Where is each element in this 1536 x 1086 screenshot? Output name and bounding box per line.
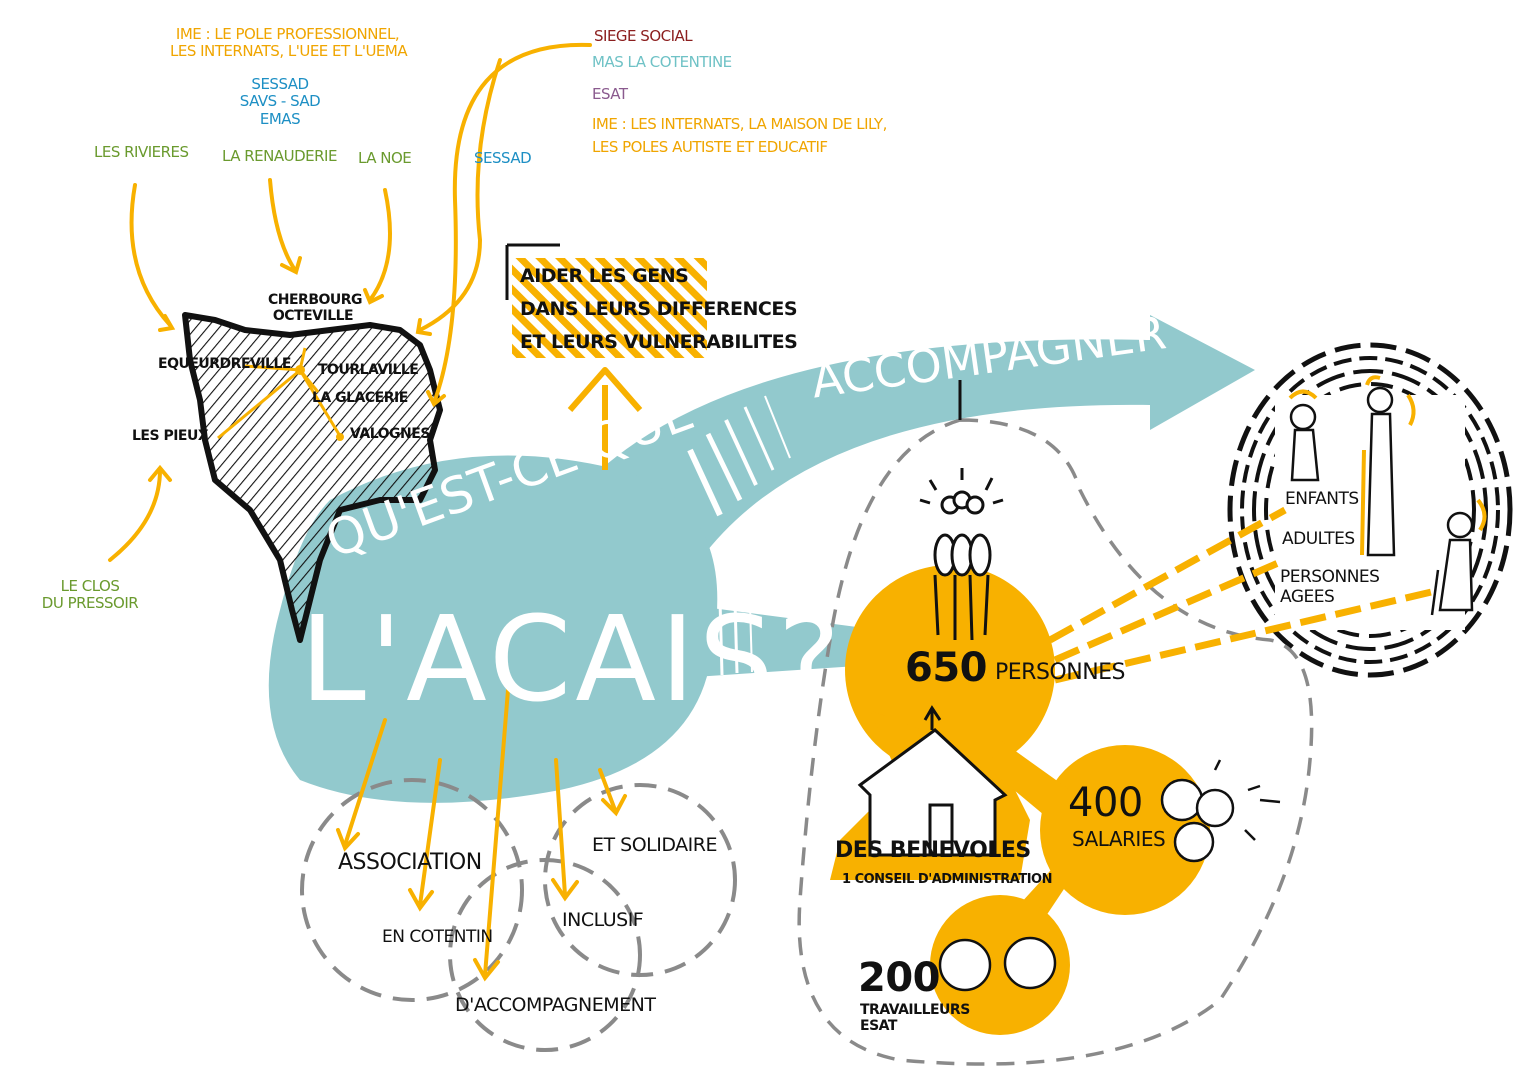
- enfants-label: ENFANTS: [1285, 489, 1359, 509]
- sessad-savs-emas-label: SESSAD SAVS - SAD EMAS: [230, 75, 330, 128]
- mission-line3: ET LEURS VULNERABILITES: [520, 331, 798, 353]
- le-clos-du-pressoir-label: LE CLOS DU PRESSOIR: [20, 577, 160, 613]
- cherbourg-line2: OCTEVILLE: [272, 308, 354, 325]
- le-clos-line1: LE CLOS: [60, 577, 120, 595]
- mission-text: AIDER LES GENS DANS LEURS DIFFERENCES ET…: [520, 260, 798, 359]
- house-icon: [857, 705, 1008, 857]
- ime-internats-line1: IME : LES INTERNATS, LA MAISON DE LILY,: [592, 115, 887, 133]
- beneficiaries-figures: [1289, 386, 1474, 616]
- en-cotentin-label: EN COTENTIN: [382, 927, 493, 947]
- les-rivieres-label: LES RIVIERES: [94, 143, 189, 161]
- central-blob: [268, 455, 718, 803]
- sessad-label-2: SESSAD: [474, 149, 532, 167]
- beneficiaries-highlights: [1288, 375, 1487, 556]
- equeurdreville-label: EQUEURDREVILLE: [158, 356, 291, 372]
- sessad-label-1: SESSAD: [251, 75, 309, 93]
- personnes-agees-line2: AGEES: [1280, 586, 1335, 607]
- travailleurs-line1: TRAVAILLEURS: [860, 1002, 970, 1018]
- la-renauderie-label: LA RENAUDERIE: [222, 147, 337, 165]
- mission-line1: AIDER LES GENS: [520, 265, 689, 287]
- quality-circles: [300, 778, 737, 1052]
- esat-faces-icon: [938, 936, 1057, 992]
- personnes-number: 650: [905, 645, 988, 691]
- quality-arrows: [336, 688, 627, 982]
- salaries-number: 400: [1068, 780, 1143, 826]
- salaries-faces-icon: [1160, 759, 1281, 863]
- emas-label: EMAS: [259, 109, 301, 128]
- conseil-administration-label: 1 CONSEIL D'ADMINISTRATION: [842, 872, 1052, 887]
- adultes-label: ADULTES: [1282, 529, 1355, 549]
- organisation-boundary: [797, 418, 1314, 1066]
- travailleurs-label: TRAVAILLEURS ESAT: [860, 1002, 970, 1034]
- la-noe-label: LA NOE: [358, 149, 412, 167]
- association-label: ASSOCIATION: [338, 850, 482, 875]
- cotentin-map: [182, 312, 443, 643]
- personnes-agees-line1: PERSONNES: [1280, 567, 1380, 587]
- travailleurs-line2: ESAT: [860, 1018, 897, 1035]
- et-solidaire-label: ET SOLIDAIRE: [592, 834, 717, 856]
- beneficiary-beams: [1048, 506, 1441, 684]
- tourlaville-label: TOURLAVILLE: [318, 362, 419, 378]
- benevoles-label: DES BENEVOLES: [835, 838, 1031, 863]
- ime-pole-line2: LES INTERNATS, L'UEE ET L'UEMA: [170, 42, 408, 61]
- esat-label: ESAT: [592, 85, 628, 103]
- central-title-line2: L'ACAIS?: [300, 590, 845, 728]
- accompagner-arrow: [600, 315, 1255, 560]
- ime-internats-line2: LES POLES AUTISTE ET EDUCATIF: [592, 138, 828, 157]
- mission-line2: DANS LEURS DIFFERENCES: [520, 298, 798, 320]
- cherbourg-label: CHERBOURG OCTEVILLE: [268, 292, 363, 325]
- ime-internats-label: IME : LES INTERNATS, LA MAISON DE LILY, …: [592, 115, 887, 157]
- personnes-label: PERSONNES: [995, 660, 1126, 685]
- cherbourg-line1: CHERBOURG: [268, 292, 363, 308]
- siege-social-label: SIEGE SOCIAL: [594, 27, 693, 45]
- les-pieux-label: LES PIEUX: [132, 428, 209, 444]
- mission-box: [505, 243, 707, 470]
- travailleurs-number: 200: [858, 955, 941, 1001]
- personnes-agees-label: PERSONNES AGEES: [1280, 567, 1380, 607]
- arrow-to-personnes: [650, 599, 940, 690]
- map-arrows: [108, 42, 592, 562]
- la-glacerie-label: LA GLACERIE: [312, 390, 408, 406]
- savs-sad-label: SAVS - SAD: [239, 92, 321, 111]
- people-group-icon: [919, 468, 1004, 641]
- ime-pole-label: IME : LE POLE PROFESSIONNEL, LES INTERNA…: [170, 25, 408, 61]
- valognes-label: VALOGNES: [350, 426, 430, 442]
- salaries-label: SALARIES: [1072, 827, 1166, 851]
- mas-la-cotentine-label: MAS LA COTENTINE: [592, 53, 732, 71]
- inclusif-label: INCLUSIF: [562, 909, 644, 931]
- ime-pole-line1: IME : LE POLE PROFESSIONNEL,: [175, 25, 400, 43]
- le-clos-line2: DU PRESSOIR: [41, 594, 139, 613]
- accompagnement-label: D'ACCOMPAGNEMENT: [455, 994, 656, 1016]
